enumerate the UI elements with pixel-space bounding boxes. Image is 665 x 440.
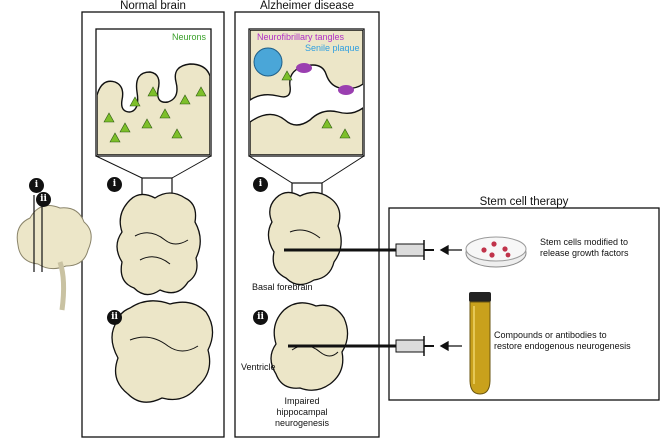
therapy-title: Stem cell therapy [479,196,569,208]
alzheimer-title: Alzheimer disease [260,0,354,12]
plaque-label: Senile plaque [305,43,360,53]
stem-cells-line-1: Stem cells modified to [540,237,629,247]
alzheimer-cortex-inset [248,28,365,157]
alzheimer-slice-i [267,191,342,286]
test-tube-icon [469,292,491,395]
normal-cortex-inset [95,28,212,157]
alzheimer-ii-marker: ii [253,310,268,325]
therapy-panel [388,207,660,401]
normal-slice-ii [111,300,214,403]
basal-forebrain-label: Basal forebrain [252,282,313,292]
side-brain-illustration [16,195,92,311]
arrow-left-icon [439,244,462,352]
alzheimer-panel [234,11,380,438]
alzheimer-i-marker: i [253,177,268,192]
tangles-label: Neurofibrillary tangles [257,32,345,42]
syringe-upper-icon [284,240,434,260]
petri-dish-icon [465,236,527,268]
hippocampal-line-2: hippocampal [276,407,328,417]
hippocampal-label: Impaired hippocampal neurogenesis [262,396,342,429]
tangle-icon [296,63,312,73]
stem-cells-label: Stem cells modified to release growth fa… [540,237,629,259]
compounds-line-2: restore endogenous neurogenesis [494,341,631,351]
compounds-line-1: Compounds or antibodies to [494,330,607,340]
syringe-lower-icon [288,336,434,356]
stem-cells-line-2: release growth factors [540,248,629,258]
normal-ii-marker: ii [107,310,122,325]
normal-i-marker: i [107,177,122,192]
normal-slice-i [116,192,201,296]
compounds-label: Compounds or antibodies to restore endog… [494,330,631,352]
ventricle-label: Ventricle [241,362,276,372]
hippocampal-line-1: Impaired [284,396,320,406]
normal-brain-title: Normal brain [120,0,186,12]
hippocampal-line-3: neurogenesis [274,418,330,428]
section-ii-marker: ii [36,192,51,207]
senile-plaque-icon [253,47,283,77]
section-i-marker: i [29,178,44,193]
neurons-label: Neurons [172,32,207,42]
